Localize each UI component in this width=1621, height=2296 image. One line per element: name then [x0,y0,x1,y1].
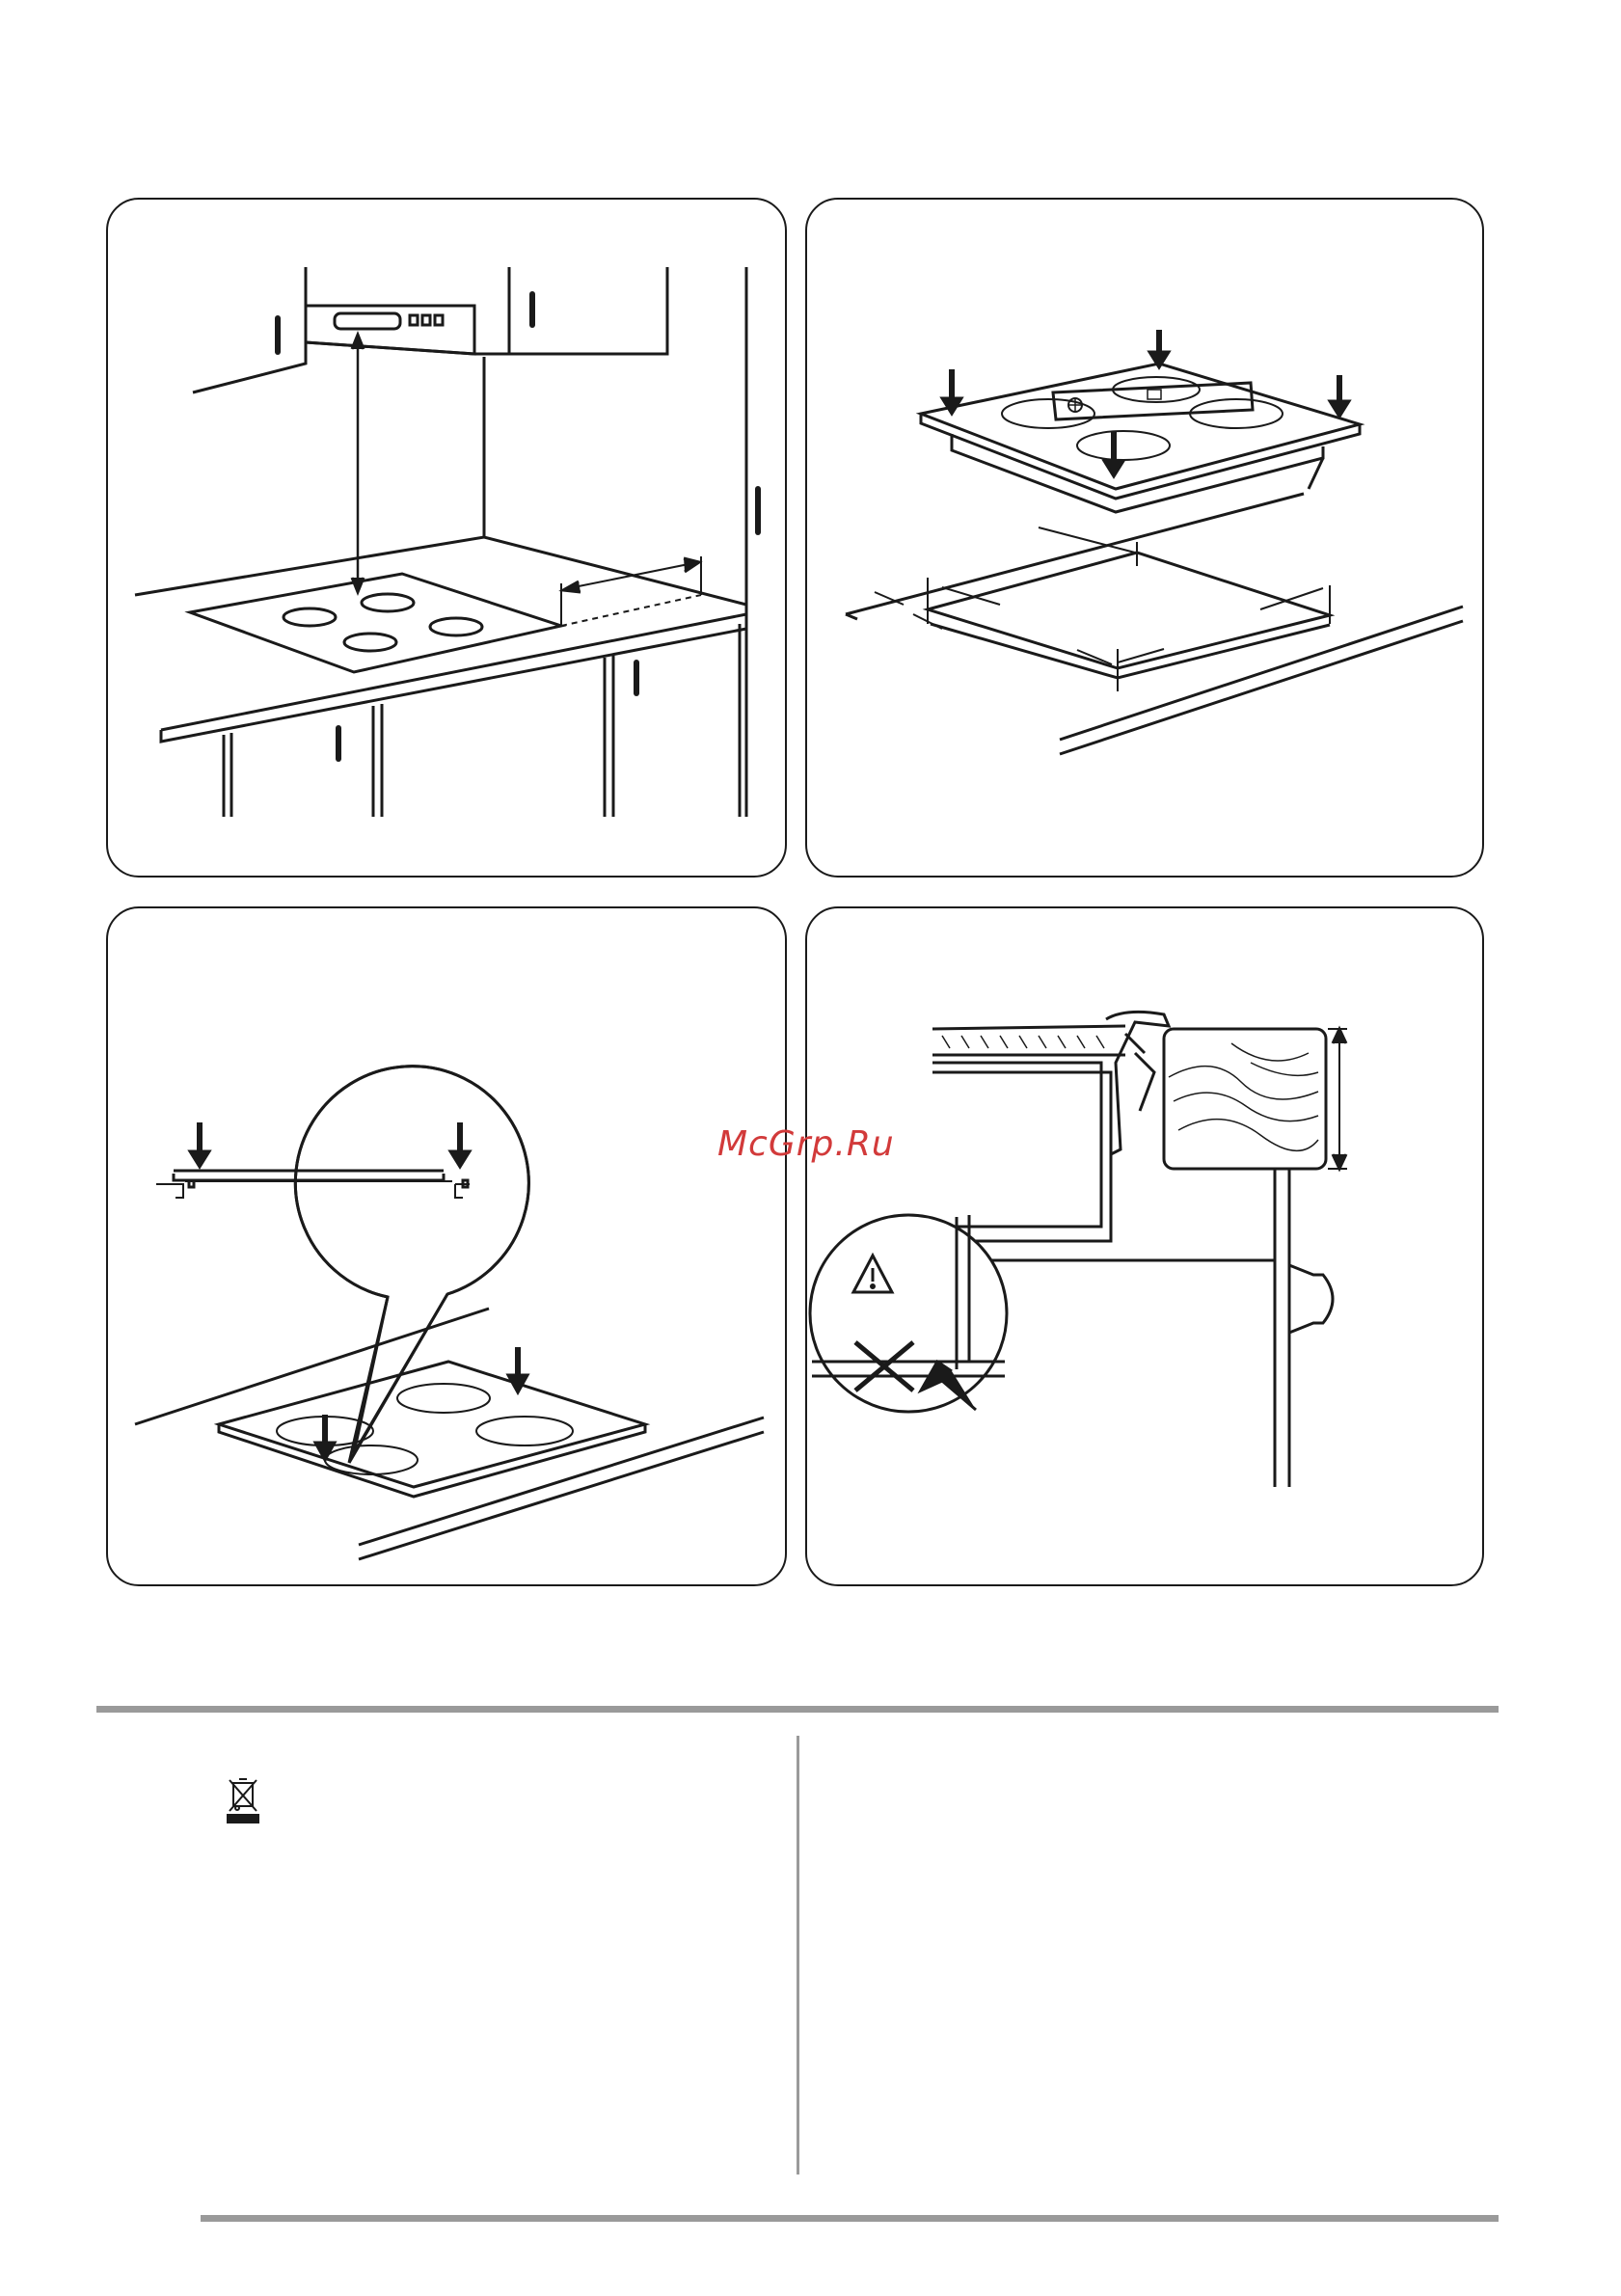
section-rule-bottom [201,2215,1499,2222]
column-divider [797,1736,799,2174]
watermark: McGrp.Ru [717,1124,895,1164]
hood-clearance-illustration [106,198,787,878]
press-down-detail-illustration [106,906,787,1586]
crossed-out-wheelie-bin-icon [224,1774,262,1829]
section-rule-top [96,1706,1499,1713]
hob-into-cutout-illustration [805,198,1484,878]
sealing-edge-warning-illustration [805,906,1484,1586]
